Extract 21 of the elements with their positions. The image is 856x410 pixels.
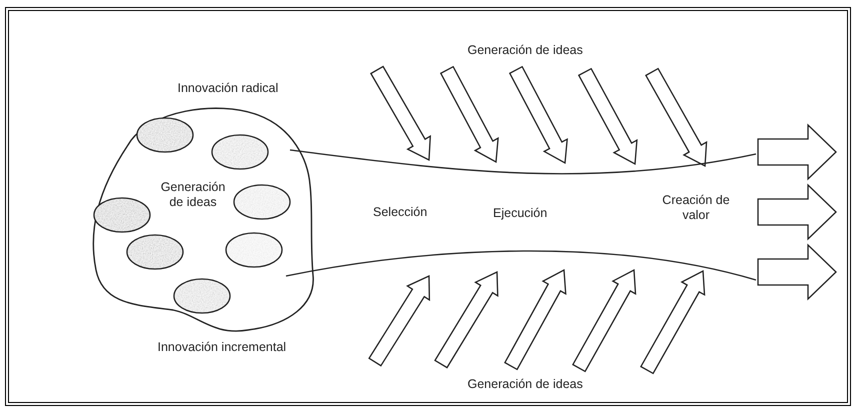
stage-label: Ejecución [493,206,548,220]
input-arrow [508,66,568,164]
idea-generation-label: Generación de ideas [468,42,583,58]
output-arrow [757,123,837,181]
stage-label: Creación de valor [661,193,731,223]
input-arrow [640,270,706,374]
innovation-label: Innovación incremental [158,340,286,354]
input-arrow [370,66,432,162]
input-arrow [504,268,566,370]
input-arrow [578,68,638,166]
input-arrow [572,268,636,372]
stage-label: Selección [373,204,428,220]
input-arrow [440,66,499,164]
idea-generation-label: Generación de ideas [468,376,583,392]
input-arrow [434,270,498,368]
input-arrow [645,68,708,168]
output-arrow [757,183,837,241]
blob-label: Generación de ideas [160,180,226,210]
output-arrow [757,243,837,301]
input-arrow [368,275,430,367]
innovation-label: Innovación radical [178,80,278,96]
